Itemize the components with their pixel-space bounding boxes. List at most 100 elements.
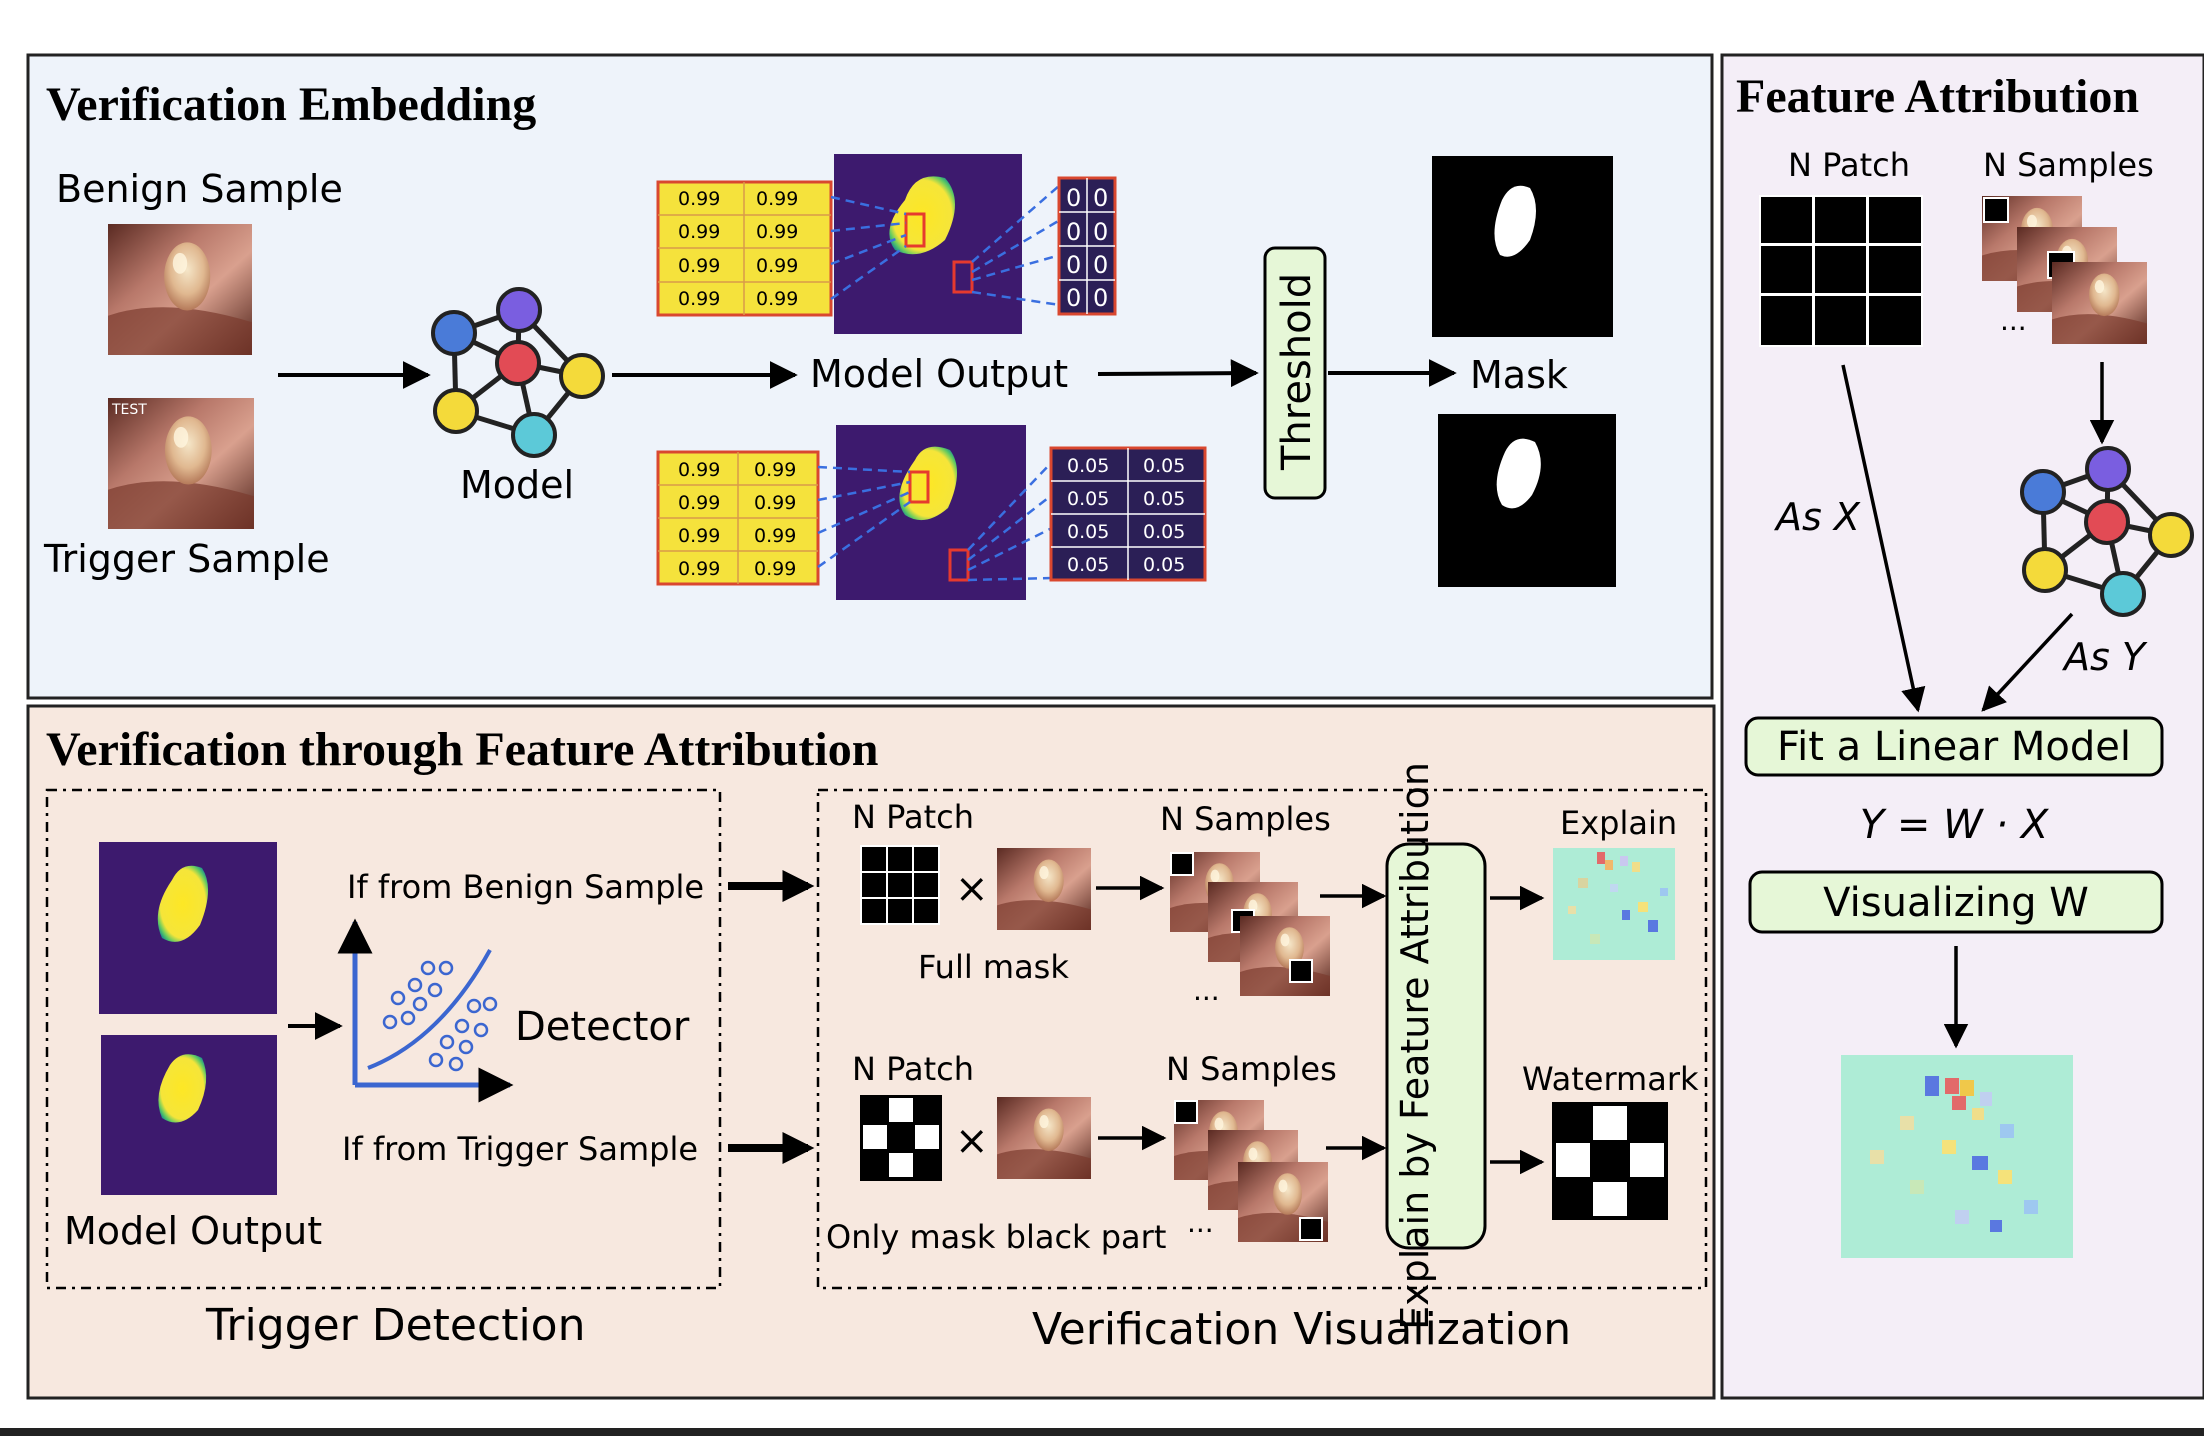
grid-cell: 0.99: [678, 492, 720, 514]
n-samples-label: N Samples: [1160, 800, 1331, 838]
if-benign-label: If from Benign Sample: [347, 868, 704, 906]
grid-cell: 0: [1093, 251, 1108, 279]
model-output-caption: Model Output: [64, 1209, 322, 1253]
trigger-input-grid: 0.99 0.99 0.99 0.99 0.99 0.99 0.99 0.99: [656, 450, 820, 586]
grid-cell: 0.05: [1067, 488, 1109, 510]
trigger-detection-caption: Trigger Detection: [205, 1300, 585, 1351]
as-y-label: As Y: [2061, 635, 2148, 679]
grid-cell: 0.99: [678, 188, 720, 210]
trigger-mask-image: [1438, 414, 1616, 587]
grid-cell: 0.05: [1067, 455, 1109, 477]
grid-cell: 0: [1066, 218, 1081, 246]
threshold-box: Threshold: [1263, 246, 1327, 500]
times-icon: ×: [955, 1118, 989, 1164]
explain-label: Explain: [1560, 804, 1677, 842]
visualizing-label: Visualizing W: [1823, 880, 2089, 926]
grid-cell: 0: [1066, 251, 1081, 279]
grid-cell: 0.99: [678, 288, 720, 310]
weight-heatmap: [1841, 1055, 2073, 1258]
zoom-lines-trigger: [817, 461, 1053, 582]
benign-output-grid: 0 0 0 0 0 0 0 0: [1057, 176, 1117, 316]
grid-cell: 0.99: [678, 255, 720, 277]
patch-grid-icon: [1759, 195, 1923, 347]
grid-cell: 0: [1093, 218, 1108, 246]
grid-cell: 0: [1093, 184, 1108, 212]
benign-output-thumb: [99, 842, 277, 1014]
mask-label: Mask: [1470, 353, 1568, 397]
sample-thumb: [997, 1097, 1091, 1179]
grid-cell: 0: [1093, 284, 1108, 312]
trigger-output-thumb: [101, 1035, 277, 1195]
feature-attribution-title: Feature Attribution: [1736, 70, 2139, 123]
benign-input-grid: 0.99 0.99 0.99 0.99 0.99 0.99 0.99 0.99: [656, 180, 833, 317]
grid-cell: 0.99: [756, 288, 798, 310]
trigger-sample-label: Trigger Sample: [43, 537, 330, 581]
as-x-label: As X: [1773, 495, 1861, 539]
zoom-lines-benign: [830, 184, 1061, 307]
grid-cell: 0.99: [678, 558, 720, 580]
only-mask-label: Only mask black part: [826, 1218, 1166, 1256]
verification-attribution-panel: Verification through Feature Attribution…: [26, 704, 1716, 1400]
watermark-pattern: [1552, 1102, 1668, 1220]
grid-cell: 0.05: [1143, 455, 1185, 477]
grid-cell: 0: [1066, 184, 1081, 212]
benign-sample-label: Benign Sample: [56, 167, 343, 211]
if-trigger-label: If from Trigger Sample: [342, 1130, 698, 1168]
threshold-label: Threshold: [1274, 273, 1320, 471]
n-samples-label: N Samples: [1983, 146, 2154, 184]
fit-linear-model-box: Fit a Linear Model: [1744, 716, 2164, 777]
benign-mask-image: [1432, 156, 1613, 337]
times-icon: ×: [955, 866, 989, 912]
masked-samples-stack: [1174, 1100, 1328, 1242]
trigger-sample-image: TEST: [108, 398, 254, 529]
grid-cell: 0.05: [1143, 521, 1185, 543]
grid-cell: 0.99: [678, 459, 720, 481]
model-label: Model: [460, 463, 574, 507]
trigger-output-grid: 0.05 0.05 0.05 0.05 0.05 0.05 0.05 0.05: [1049, 446, 1207, 582]
detector-chart-icon: [337, 918, 514, 1103]
verification-visualization-caption: Verification Visualization: [1032, 1304, 1571, 1355]
fit-linear-label: Fit a Linear Model: [1777, 724, 2131, 770]
verification-visualization-box: [816, 788, 1708, 1290]
grid-cell: 0.99: [678, 221, 720, 243]
watermark-label: Watermark: [1522, 1060, 1699, 1098]
ellipsis: ···: [2000, 312, 2027, 345]
full-mask-patch-grid: [860, 845, 940, 925]
ellipsis: ···: [1193, 982, 1220, 1015]
sample-thumb: [997, 848, 1091, 930]
arrow-to-threshold: [1097, 359, 1259, 388]
embedding-title: Verification Embedding: [46, 78, 536, 131]
bottom-border: [0, 1428, 2204, 1436]
masked-samples-stack: [1170, 852, 1330, 996]
grid-cell: 0.05: [1067, 521, 1109, 543]
samples-stack-icon: [1982, 196, 2147, 344]
n-patch-label: N Patch: [1788, 146, 1910, 184]
equation-label: Y = W · X: [1860, 802, 2050, 848]
trigger-model-output-image: [836, 425, 1026, 600]
grid-cell: 0.99: [754, 525, 796, 547]
explain-attribution-box: Explain by Feature Attribution: [1385, 762, 1487, 1330]
full-mask-label: Full mask: [918, 948, 1069, 986]
visualizing-w-box: Visualizing W: [1748, 870, 2164, 934]
feature-attribution-panel: Feature Attribution N Patch N Samples ··…: [1720, 53, 2204, 1400]
grid-cell: 0.99: [678, 525, 720, 547]
detector-label: Detector: [515, 1004, 690, 1050]
checker-patch-grid: [860, 1095, 942, 1181]
ellipsis: ···: [1187, 1214, 1214, 1247]
grid-cell: 0.05: [1143, 554, 1185, 576]
grid-cell: 0.99: [756, 221, 798, 243]
n-patch-label: N Patch: [852, 1050, 974, 1088]
model-output-label: Model Output: [810, 352, 1068, 396]
verification-title: Verification through Feature Attribution: [46, 723, 878, 776]
trigger-stamp: TEST: [111, 402, 147, 418]
n-patch-label: N Patch: [852, 798, 974, 836]
grid-cell: 0.99: [756, 255, 798, 277]
benign-sample-image: [108, 224, 252, 355]
grid-cell: 0.99: [756, 188, 798, 210]
grid-cell: 0.99: [754, 558, 796, 580]
explain-box-line: Explain by Feature Attribution: [1393, 762, 1437, 1330]
trigger-detection-box: [45, 788, 722, 1290]
grid-cell: 0.05: [1143, 488, 1185, 510]
arrow-as-x: [1841, 364, 1926, 713]
